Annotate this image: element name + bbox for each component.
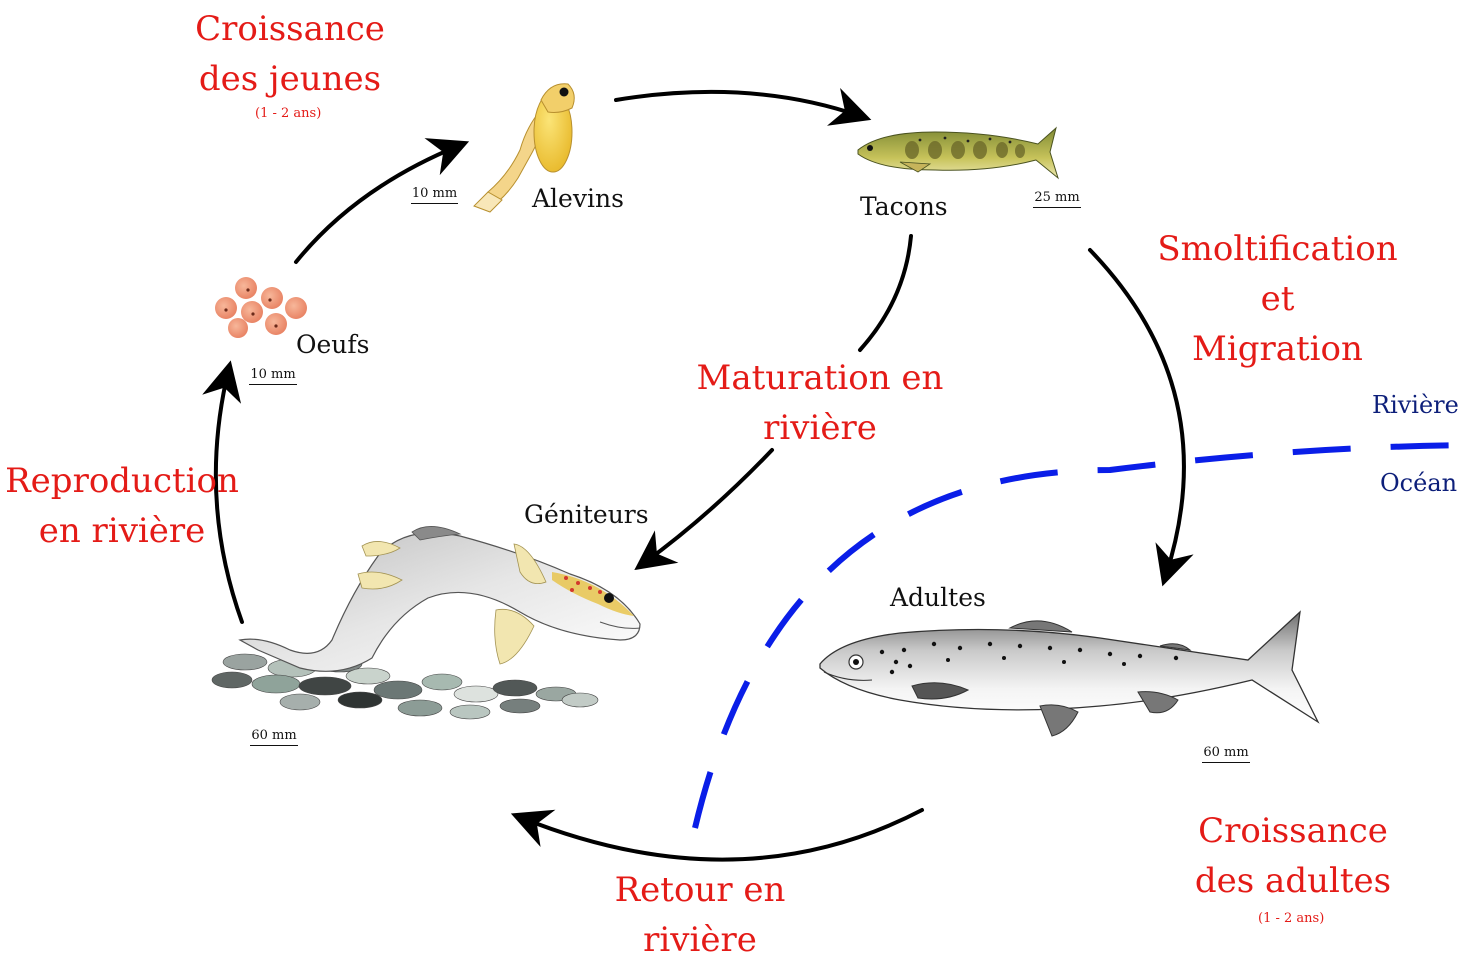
- arrow-maturation-to-geniteurs: [644, 450, 772, 563]
- arrow-tacons-maturation: [860, 236, 911, 350]
- stage-label-alevins: Alevins: [532, 184, 624, 213]
- boundary-label-ocean: Océan: [1380, 469, 1457, 497]
- arrow-oeufs-to-alevins: [296, 146, 458, 262]
- phase-line: Migration: [1140, 324, 1415, 374]
- stage-label-tacons: Tacons: [860, 192, 948, 221]
- phase-line: Retour en: [600, 865, 800, 915]
- adult-salmon-illustration: [820, 612, 1318, 736]
- phase-line: rivière: [600, 915, 800, 965]
- scale-bar-adultes: 60 mm: [1202, 746, 1250, 763]
- arrow-adultes-to-retour: [522, 810, 922, 860]
- scale-bar-alevins: 10 mm: [411, 187, 458, 204]
- phase-line: Maturation en: [690, 353, 950, 403]
- scale-bar-tacons: 25 mm: [1033, 191, 1081, 208]
- phase-line: Croissance: [170, 4, 410, 54]
- phase-maturation: Maturation en rivière: [690, 353, 950, 453]
- phase-line: des adultes: [1180, 856, 1406, 906]
- eggs-illustration: [215, 277, 307, 338]
- phase-retour: Retour en rivière: [600, 865, 800, 965]
- phase-line: en rivière: [2, 506, 242, 556]
- phase-reproduction: Reproduction en rivière: [2, 456, 242, 556]
- stage-label-geniteurs: Géniteurs: [524, 500, 649, 529]
- arrow-alevins-to-tacons: [616, 92, 860, 116]
- scale-bar-oeufs: 10 mm: [249, 368, 297, 385]
- phase-line: et: [1140, 274, 1415, 324]
- phase-line: Croissance: [1180, 806, 1406, 856]
- phase-croissance-adultes: Croissance des adultes: [1180, 806, 1406, 906]
- phase-duration: (1 - 2 ans): [255, 106, 321, 121]
- phase-croissance-jeunes: Croissance des jeunes: [170, 4, 410, 104]
- phase-line: Reproduction: [2, 456, 242, 506]
- phase-line: rivière: [690, 403, 950, 453]
- stage-label-adultes: Adultes: [890, 583, 986, 612]
- phase-line: des jeunes: [170, 54, 410, 104]
- phase-duration: (1 - 2 ans): [1258, 911, 1324, 926]
- phase-smoltification: Smoltification et Migration: [1140, 224, 1415, 374]
- geniteur-illustration: [240, 526, 640, 671]
- phase-line: Smoltification: [1140, 224, 1415, 274]
- tacon-illustration: [858, 128, 1058, 178]
- boundary-label-riviere: Rivière: [1372, 391, 1459, 419]
- scale-bar-geniteurs: 60 mm: [250, 729, 298, 746]
- gravel-bed: [212, 654, 598, 719]
- stage-label-oeufs: Oeufs: [296, 330, 369, 359]
